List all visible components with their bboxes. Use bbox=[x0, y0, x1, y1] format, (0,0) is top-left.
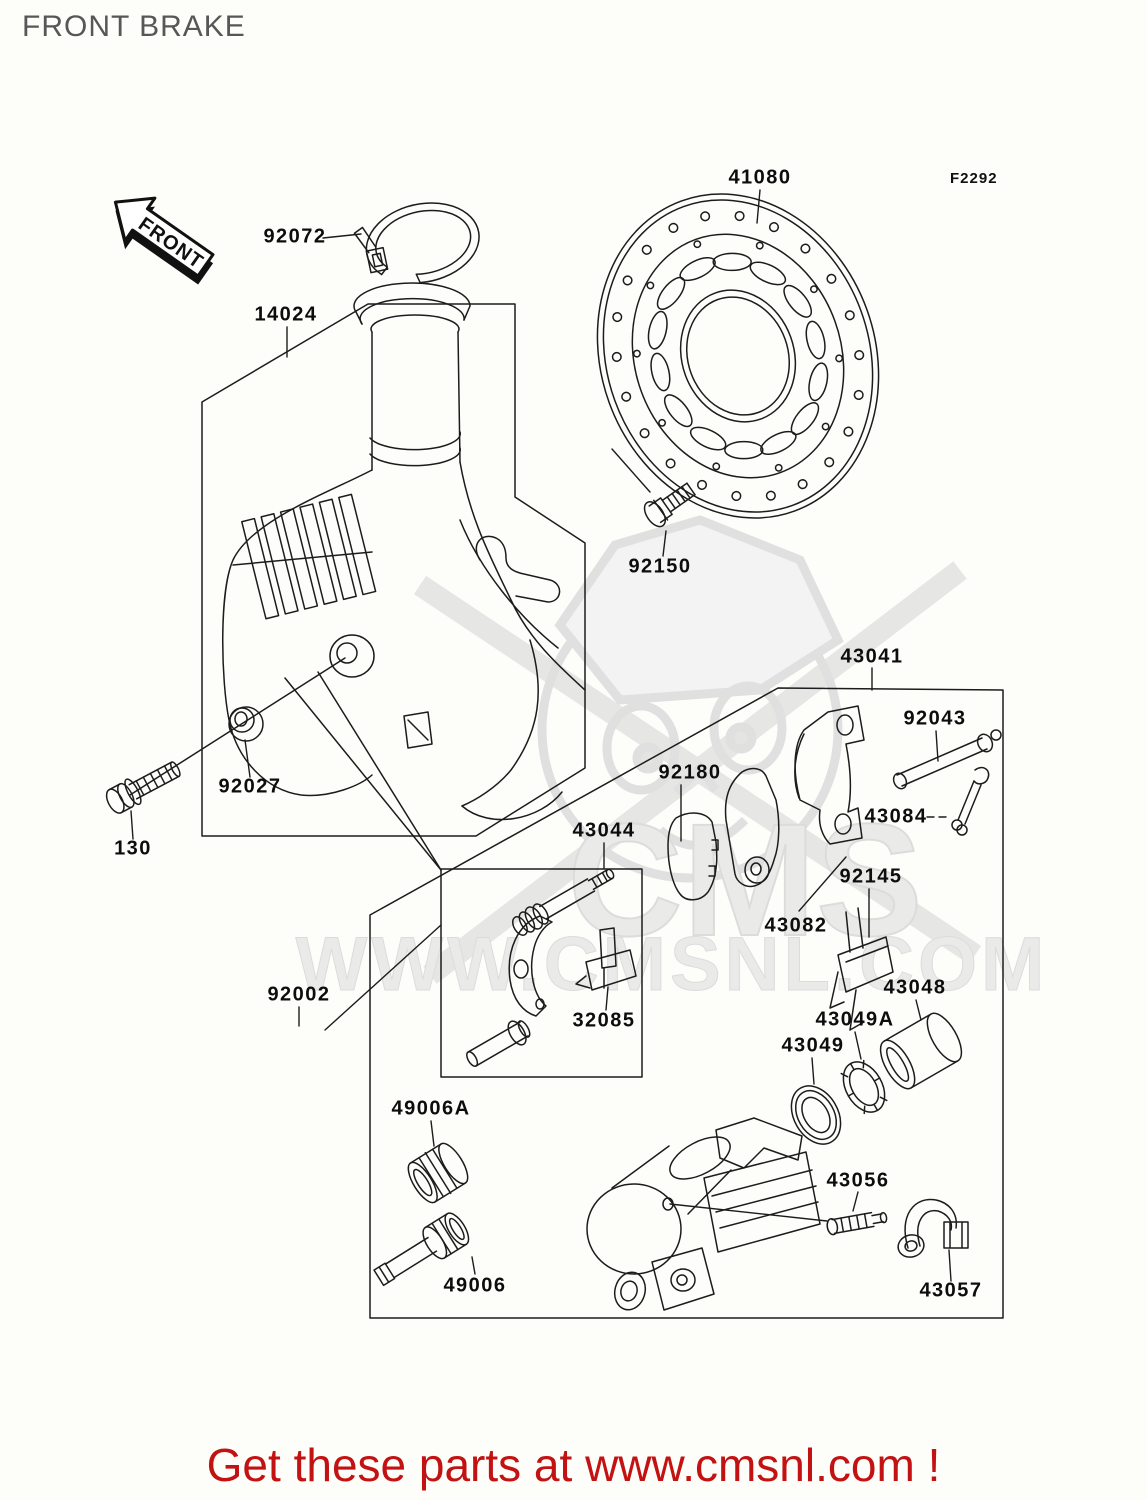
leader-43056 bbox=[670, 1204, 827, 1221]
leader-92072 bbox=[323, 234, 361, 238]
part-label-41080[interactable]: 41080 bbox=[728, 166, 792, 189]
leader-92150 bbox=[612, 449, 650, 492]
disc-bolt-92150 bbox=[640, 477, 699, 530]
brake-hose-joint-43057 bbox=[896, 1199, 968, 1260]
front-direction-badge: FRONT bbox=[96, 181, 224, 285]
lever-assembly-box bbox=[441, 869, 642, 1077]
leader-92150 bbox=[663, 531, 666, 556]
bolt-axis-leader bbox=[130, 658, 345, 795]
part-label-43082[interactable]: 43082 bbox=[764, 914, 828, 937]
leader-49006 bbox=[472, 1257, 475, 1274]
caliper-assembly-box bbox=[370, 688, 1003, 1318]
master-cylinder-cover bbox=[223, 283, 585, 820]
leader-92027 bbox=[245, 740, 250, 777]
part-label-43056[interactable]: 43056 bbox=[826, 1169, 890, 1192]
figure-code: F2292 bbox=[950, 170, 998, 187]
part-label-92002[interactable]: 92002 bbox=[267, 983, 331, 1006]
leader-32085 bbox=[606, 987, 608, 1010]
leader-43049A bbox=[855, 1032, 861, 1059]
part-label-14024[interactable]: 14024 bbox=[254, 303, 318, 326]
lever-box-leader-2 bbox=[318, 672, 441, 870]
leader-41080 bbox=[757, 190, 760, 223]
brake-disc-41080 bbox=[553, 154, 923, 558]
clip-32085 bbox=[576, 928, 636, 990]
part-label-43049A[interactable]: 43049A bbox=[815, 1008, 895, 1031]
brake-pad-43082 bbox=[726, 769, 779, 887]
part-label-92043[interactable]: 92043 bbox=[903, 707, 967, 730]
piston-seal-43049A bbox=[835, 1055, 893, 1120]
part-label-92150[interactable]: 92150 bbox=[628, 555, 692, 578]
part-label-92180[interactable]: 92180 bbox=[658, 761, 722, 784]
part-label-49006A[interactable]: 49006A bbox=[391, 1097, 471, 1120]
leader-43082 bbox=[799, 857, 846, 911]
part-label-32085[interactable]: 32085 bbox=[572, 1009, 636, 1032]
bolt-130 bbox=[103, 755, 185, 816]
cms-watermark: CMS WWW.CMSNL.COM bbox=[295, 520, 1049, 1008]
part-label-43044[interactable]: 43044 bbox=[572, 819, 636, 842]
part-label-43041[interactable]: 43041 bbox=[840, 645, 904, 668]
collar-92027 bbox=[229, 707, 263, 741]
pad-spring-92145 bbox=[830, 908, 893, 1030]
leader-43056 bbox=[853, 1192, 858, 1211]
lever-box-leader-1 bbox=[285, 678, 441, 870]
leader-43049 bbox=[812, 1058, 814, 1084]
leader-43048 bbox=[916, 1000, 921, 1020]
part-label-92072[interactable]: 92072 bbox=[263, 225, 327, 248]
watermark-url: WWW.CMSNL.COM bbox=[296, 922, 1049, 1007]
part-label-92027[interactable]: 92027 bbox=[218, 775, 282, 798]
caliper-piston-43048 bbox=[874, 1008, 969, 1094]
cotter-pin-43084 bbox=[952, 768, 989, 835]
band-clamp-92072 bbox=[351, 193, 486, 295]
pin-boot-49006A bbox=[402, 1138, 473, 1207]
part-label-43048[interactable]: 43048 bbox=[883, 976, 947, 999]
leader-49006A bbox=[431, 1121, 434, 1146]
caliper-pin-49006 bbox=[369, 1209, 473, 1293]
pad-shim-92180 bbox=[668, 813, 718, 900]
pad-pin-92043 bbox=[891, 730, 1001, 791]
watermark-cms: CMS bbox=[567, 790, 923, 969]
leader-92043 bbox=[936, 731, 938, 761]
part-label-92145[interactable]: 92145 bbox=[839, 865, 903, 888]
pad-holder bbox=[795, 706, 864, 844]
cmsnl-banner-link[interactable]: Get these parts at www.cmsnl.com ! bbox=[206, 1439, 941, 1491]
leader-130 bbox=[131, 811, 133, 839]
part-label-49006[interactable]: 49006 bbox=[443, 1274, 507, 1297]
page-title: FRONT BRAKE bbox=[22, 10, 246, 43]
leader-43057 bbox=[949, 1250, 951, 1281]
lever-assembly-43044 bbox=[462, 862, 619, 1072]
bleeder-valve-43056 bbox=[826, 1209, 888, 1235]
leader-92002 bbox=[325, 925, 441, 1030]
master-cylinder-cover-box bbox=[202, 304, 585, 836]
dust-seal-43049 bbox=[781, 1077, 850, 1153]
part-label-130[interactable]: 130 bbox=[114, 837, 152, 860]
part-label-43049[interactable]: 43049 bbox=[781, 1034, 845, 1057]
part-label-43057[interactable]: 43057 bbox=[919, 1279, 983, 1302]
part-label-43084[interactable]: 43084 bbox=[864, 805, 928, 828]
caliper-body bbox=[587, 1118, 820, 1313]
leader-lines bbox=[131, 190, 951, 1281]
